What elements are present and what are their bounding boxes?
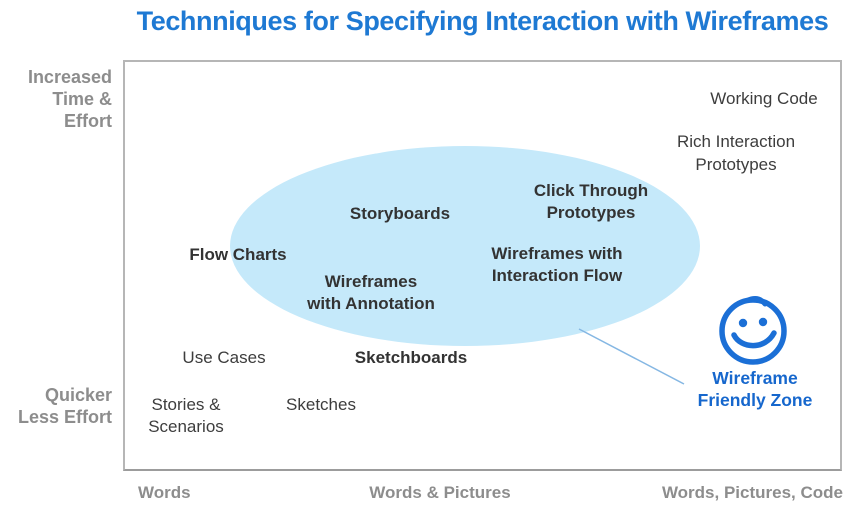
y-axis-label-bottom: Quicker Less Effort bbox=[17, 385, 112, 427]
technique-label-sketches: Sketches bbox=[286, 395, 356, 414]
technique-label-stories-scenarios: Stories & Scenarios bbox=[148, 395, 224, 436]
technique-label-flow-charts: Flow Charts bbox=[189, 245, 287, 264]
friendly-zone-label: Wireframe Friendly Zone bbox=[697, 368, 813, 410]
technique-label-wireframes-with-annotation: Wireframes with Annotation bbox=[307, 272, 435, 313]
technique-label-click-through-prototypes: Click Through Prototypes bbox=[533, 181, 649, 222]
smiley-face-icon bbox=[719, 296, 787, 365]
technique-label-wireframes-with-interaction-flow: Wireframes with Interaction Flow bbox=[491, 244, 623, 285]
page-title: Technniques for Specifying Interaction w… bbox=[136, 6, 829, 36]
x-axis-label-words-pictures-code: Words, Pictures, Code bbox=[661, 483, 843, 502]
technique-label-sketchboards: Sketchboards bbox=[354, 348, 468, 367]
x-axis-label-words: Words bbox=[138, 483, 191, 502]
technique-label-rich-interaction-prototypes: Rich Interaction Prototypes bbox=[676, 132, 796, 174]
y-axis-label-top: Increased Time & Effort bbox=[27, 67, 112, 131]
technique-label-storyboards: Storyboards bbox=[349, 204, 451, 223]
x-axis-label-words-pictures: Words & Pictures bbox=[369, 483, 511, 502]
technique-label-working-code: Working Code bbox=[710, 89, 818, 108]
friendly-zone-ellipse bbox=[230, 146, 700, 346]
technique-label-use-cases: Use Cases bbox=[182, 348, 266, 367]
